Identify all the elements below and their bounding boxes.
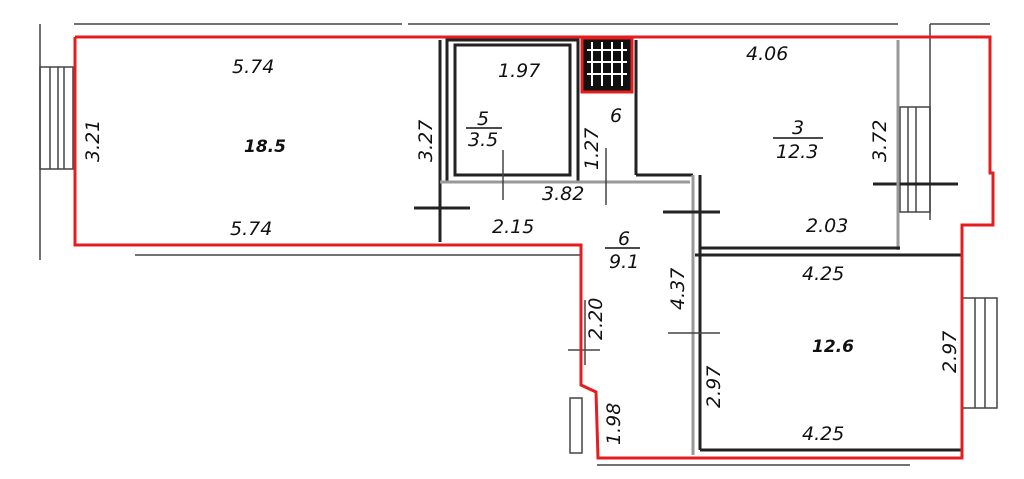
living-right-dim: 3.27 xyxy=(415,120,437,162)
kitchen-top-dim: 4.06 xyxy=(746,43,788,65)
kitchen-right-dim: 3.72 xyxy=(869,120,891,162)
bedroom-right-dim: 2.97 xyxy=(939,331,961,373)
hall-left-dim: 2.20 xyxy=(585,298,607,340)
bedroom-bottom-dim: 4.25 xyxy=(802,423,844,445)
window-left xyxy=(39,66,74,170)
bedroom-top-dim: 4.25 xyxy=(802,263,844,285)
ventilation-shaft xyxy=(580,36,634,94)
kitchen-number: 3 xyxy=(792,117,804,139)
walls xyxy=(135,38,962,466)
bathroom-width-dim: 1.97 xyxy=(498,60,540,82)
bedroom-left-dim: 2.97 xyxy=(703,366,725,408)
window-bedroom xyxy=(961,297,998,409)
hall-area: 9.1 xyxy=(609,251,639,273)
living-top-dim: 5.74 xyxy=(232,56,274,78)
living-area: 18.5 xyxy=(244,137,286,157)
shaft-number: 6 xyxy=(610,105,622,127)
hall-number: 6 xyxy=(618,228,630,250)
bedroom-area: 12.6 xyxy=(812,337,854,357)
bathroom-number: 5 xyxy=(477,108,489,130)
window-kitchen xyxy=(873,106,958,213)
hall-top-dim: 3.82 xyxy=(542,183,584,205)
hall-width-dim: 2.15 xyxy=(492,216,534,238)
kitchen-bottom-dim: 2.03 xyxy=(806,215,848,237)
living-left-dim: 3.21 xyxy=(82,120,104,162)
living-bottom-dim: 5.74 xyxy=(230,218,272,240)
apartment-outline xyxy=(73,35,995,460)
hall-bottom-dim: 1.98 xyxy=(603,403,625,445)
shaft-dim: 1.27 xyxy=(581,128,603,170)
kitchen-area: 12.3 xyxy=(776,141,818,163)
bathroom-area: 3.5 xyxy=(468,129,498,151)
hall-right-dim: 4.37 xyxy=(667,268,689,310)
